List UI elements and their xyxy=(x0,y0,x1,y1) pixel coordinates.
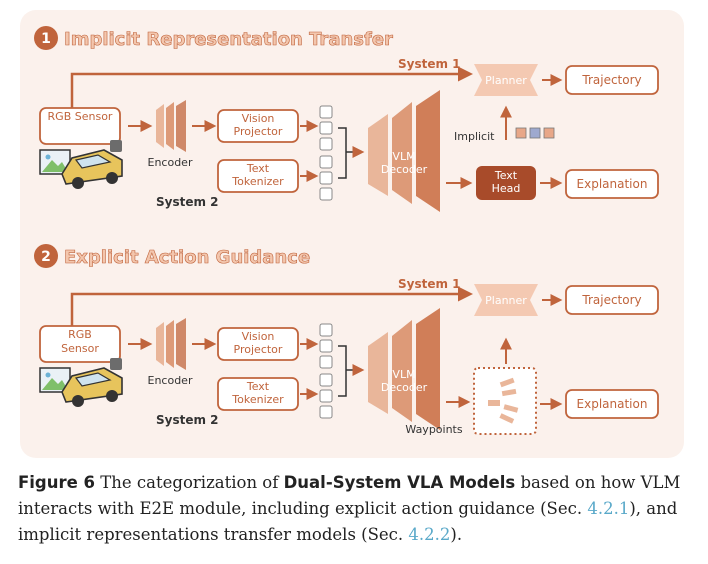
trajectory-box xyxy=(565,65,659,95)
panel-title: Explicit Action Guidance xyxy=(64,247,310,268)
caption-text: based on how VLM interacts with E2E modu… xyxy=(18,473,681,518)
implicit-tokens xyxy=(515,127,555,139)
trajectory-label: Trajectory xyxy=(581,293,641,307)
system1-arrow xyxy=(70,66,473,108)
car-icon xyxy=(61,358,123,407)
panel-number: 1 xyxy=(41,31,51,47)
rgb-sensor-box xyxy=(39,107,121,145)
implicit-label: Implicit xyxy=(454,130,495,143)
panel-title: Implicit Representation Transfer xyxy=(64,29,393,50)
planner-label: Planner xyxy=(485,294,527,307)
vision-projector-box xyxy=(217,109,299,143)
waypoints-icon xyxy=(488,377,519,424)
explanation-label: Explanation xyxy=(577,397,648,411)
planner-label: Planner xyxy=(485,74,527,87)
image-icon xyxy=(39,149,71,175)
text-tokenizer-box xyxy=(217,159,299,193)
rgb-sensor-label: RGB Sensor xyxy=(48,110,113,123)
panel-number-badge xyxy=(34,244,58,268)
system1-label: System 1 xyxy=(398,57,461,71)
visual-tokens xyxy=(319,323,333,369)
caption-text: The categorization of xyxy=(95,473,284,492)
vlm-decoder-block xyxy=(368,90,440,212)
waypoints-label: Waypoints xyxy=(405,423,462,436)
panel-number: 2 xyxy=(41,249,51,265)
trajectory-box xyxy=(565,285,659,315)
encoder-label: Encoder xyxy=(148,374,193,387)
explanation-box xyxy=(565,169,659,199)
system2-label: System 2 xyxy=(156,413,219,427)
caption-ref-link[interactable]: 4.2.2 xyxy=(408,525,451,544)
planner-shape xyxy=(474,284,538,316)
text-tokens xyxy=(319,155,333,201)
encoder-block xyxy=(156,100,186,152)
explanation-label: Explanation xyxy=(577,177,648,191)
caption-label: Figure 6 xyxy=(18,473,96,492)
text-tokenizer-box xyxy=(217,377,299,411)
system2-label: System 2 xyxy=(156,195,219,209)
system1-arrow xyxy=(70,286,473,326)
caption-text: ), and implicit representations transfer… xyxy=(18,499,678,544)
text-tokens xyxy=(319,373,333,419)
panel-implicit: 1 Implicit Representation Transfer Syste… xyxy=(34,26,659,212)
caption-ref-link[interactable]: 4.2.1 xyxy=(587,499,630,518)
panel-number-badge xyxy=(34,26,58,50)
system1-label: System 1 xyxy=(398,277,461,291)
encoder-block xyxy=(156,318,186,370)
waypoints-box xyxy=(473,367,537,435)
car-icon xyxy=(61,140,123,189)
rgb-sensor-box xyxy=(39,325,121,363)
explanation-box xyxy=(565,389,659,419)
caption-text: ). xyxy=(450,525,463,544)
vision-projector-box xyxy=(217,327,299,361)
figure-caption: Figure 6 The categorization of Dual-Syst… xyxy=(18,470,694,548)
encoder-label: Encoder xyxy=(148,156,193,169)
caption-bold: Dual-System VLA Models xyxy=(283,473,516,492)
planner-shape xyxy=(474,64,538,96)
vlm-decoder-block xyxy=(368,308,440,430)
text-head-box xyxy=(476,166,536,200)
trajectory-label: Trajectory xyxy=(581,73,641,87)
visual-tokens xyxy=(319,105,333,151)
